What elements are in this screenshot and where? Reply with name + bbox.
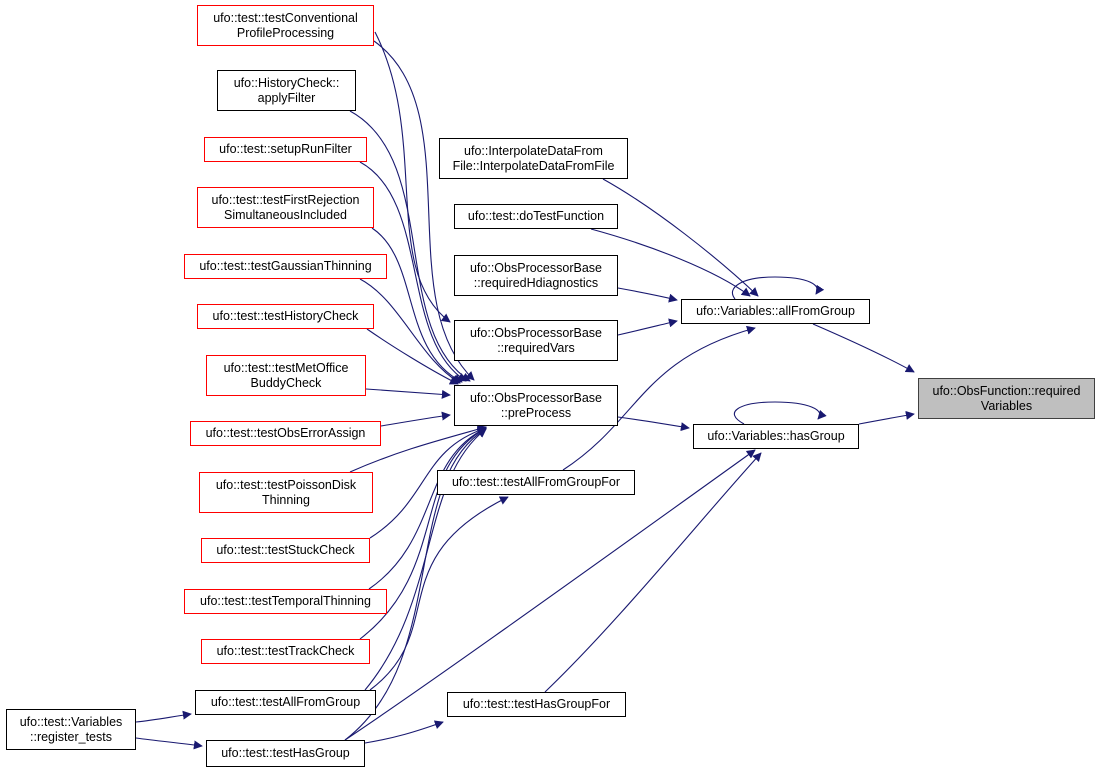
edge-metoffice-to-preprocess bbox=[365, 388, 451, 399]
edge-track-to-preprocess bbox=[359, 427, 487, 640]
node-test-history-check[interactable]: ufo::test::testHistoryCheck bbox=[197, 304, 374, 329]
edge-firstrejection-to-preprocess bbox=[371, 227, 463, 383]
node-test-first-rejection[interactable]: ufo::test::testFirstRejection Simultaneo… bbox=[197, 187, 374, 228]
node-test-gaussian-thinning[interactable]: ufo::test::testGaussianThinning bbox=[184, 254, 387, 279]
edge-register-to-testhasgroup bbox=[135, 737, 203, 750]
edge-setuprun-to-preprocess bbox=[359, 161, 467, 382]
edge-reqvars-to-allfromgroup bbox=[617, 318, 678, 336]
node-test-has-group-for[interactable]: ufo::test::testHasGroupFor bbox=[447, 692, 626, 717]
node-variables-register-tests[interactable]: ufo::test::Variables ::register_tests bbox=[6, 709, 136, 750]
node-interpolate-data-from-file[interactable]: ufo::InterpolateDataFrom File::Interpola… bbox=[439, 138, 628, 179]
edge-testhasgroup-to-hasgroup bbox=[344, 449, 756, 741]
edge-temporal-to-preprocess bbox=[368, 427, 487, 590]
edge-testallfromgroup-to-allfromgroupfor bbox=[369, 496, 509, 691]
node-do-test-function[interactable]: ufo::test::doTestFunction bbox=[454, 204, 618, 229]
node-test-track-check[interactable]: ufo::test::testTrackCheck bbox=[201, 639, 370, 664]
node-test-met-office-buddy-check[interactable]: ufo::test::testMetOffice BuddyCheck bbox=[206, 355, 366, 396]
node-test-all-from-group[interactable]: ufo::test::testAllFromGroup bbox=[195, 690, 376, 715]
edge-allfromgroup-to-required bbox=[812, 323, 915, 373]
node-test-temporal-thinning[interactable]: ufo::test::testTemporalThinning bbox=[184, 589, 387, 614]
node-test-obs-error-assign[interactable]: ufo::test::testObsErrorAssign bbox=[190, 421, 381, 446]
edge-conventional-to-preprocess bbox=[373, 40, 475, 381]
edge-register-to-testallfromgroup bbox=[135, 710, 192, 723]
edge-stuck-to-preprocess bbox=[369, 426, 487, 539]
node-pre-process[interactable]: ufo::ObsProcessorBase ::preProcess bbox=[454, 385, 618, 426]
node-variables-has-group[interactable]: ufo::Variables::hasGroup bbox=[693, 424, 859, 449]
node-history-check-apply-filter[interactable]: ufo::HistoryCheck:: applyFilter bbox=[217, 70, 356, 111]
node-test-poisson-disk-thinning[interactable]: ufo::test::testPoissonDisk Thinning bbox=[199, 472, 373, 513]
edge-poisson-to-preprocess bbox=[349, 424, 487, 473]
edge-hasgroup-to-required bbox=[858, 410, 915, 425]
edge-hasgroup-self-loop bbox=[733, 401, 827, 425]
edge-testhasgroup-long bbox=[344, 428, 487, 741]
edge-testallfromgroup-long bbox=[364, 428, 487, 691]
edge-testhasgroup-to-hasgroupfor bbox=[364, 720, 444, 744]
edge-historytest-to-preprocess bbox=[366, 328, 459, 385]
edge-interpolate-to-allfromgroup bbox=[602, 178, 759, 297]
node-test-stuck-check[interactable]: ufo::test::testStuckCheck bbox=[201, 538, 370, 563]
node-test-has-group[interactable]: ufo::test::testHasGroup bbox=[206, 740, 365, 767]
edge-hasgroupfor-to-hasgroup bbox=[544, 452, 762, 693]
edge-gaussian-to-preprocess bbox=[359, 278, 461, 384]
edge-allfromgroupfor-to-allfromgroup bbox=[562, 325, 756, 471]
node-setup-run-filter[interactable]: ufo::test::setupRunFilter bbox=[204, 137, 367, 162]
node-test-all-from-group-for[interactable]: ufo::test::testAllFromGroupFor bbox=[437, 470, 635, 495]
node-test-conventional-profile-processing[interactable]: ufo::test::testConventional ProfileProce… bbox=[197, 5, 374, 46]
node-required-hdiagnostics[interactable]: ufo::ObsProcessorBase ::requiredHdiagnos… bbox=[454, 255, 618, 296]
edge-historycheck-to-preprocess bbox=[349, 110, 471, 382]
edge-conventional-to-reqvars bbox=[374, 31, 451, 323]
edge-obserror-to-preprocess bbox=[380, 411, 451, 427]
node-variables-all-from-group[interactable]: ufo::Variables::allFromGroup bbox=[681, 299, 870, 324]
edge-dotest-to-allfromgroup bbox=[590, 228, 751, 297]
edge-preprocess-to-hasgroup bbox=[617, 416, 690, 432]
edge-allfromgroup-self-loop bbox=[731, 276, 825, 300]
edge-hdiag-to-allfromgroup bbox=[617, 287, 678, 303]
node-required-vars[interactable]: ufo::ObsProcessorBase ::requiredVars bbox=[454, 320, 618, 361]
node-obsfunction-required-variables[interactable]: ufo::ObsFunction::required Variables bbox=[918, 378, 1095, 419]
